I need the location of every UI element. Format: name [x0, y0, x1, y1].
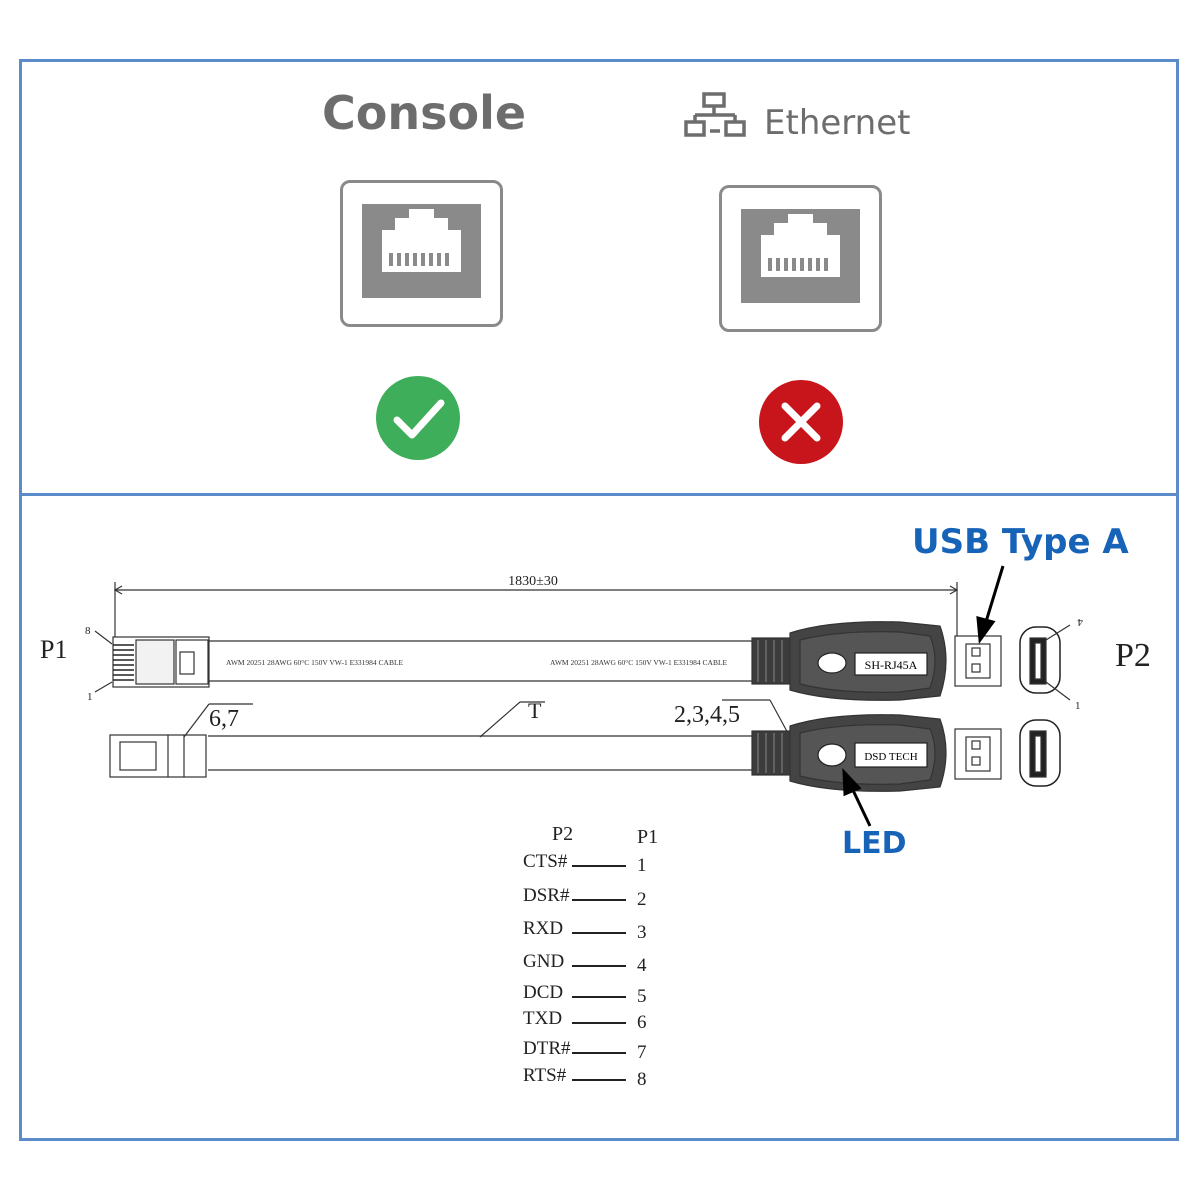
pin-t-label: T	[528, 698, 542, 723]
section-divider	[19, 493, 1179, 496]
ethernet-port-icon	[719, 185, 882, 332]
overmold-label-1: SH-RJ45A	[865, 658, 918, 672]
cable-print-1: AWM 20251 28AWG 60°C 150V VW-1 E331984 C…	[226, 658, 404, 667]
network-icon	[684, 92, 746, 137]
led-title: LED	[842, 826, 907, 861]
p1-label: P1	[40, 635, 67, 664]
pins-2345-label: 2,3,4,5	[674, 702, 740, 728]
console-port-icon	[340, 180, 503, 327]
usb-overmold-top	[751, 621, 1002, 701]
usb-pin1-label: 1	[1075, 700, 1081, 712]
usb-overmold-bottom	[751, 714, 1002, 792]
pin8-label: 8	[85, 625, 91, 637]
rj45-socket-shape	[761, 214, 840, 277]
ethernet-title: Ethernet	[764, 103, 911, 143]
check-icon	[376, 376, 460, 460]
cable-print-2: AWM 20251 28AWG 60°C 150V VW-1 E331984 C…	[550, 658, 728, 667]
rj45-socket-shape	[382, 209, 461, 272]
console-title: Console	[322, 86, 527, 140]
pin1-label: 1	[87, 691, 93, 703]
p2-label: P2	[1115, 637, 1151, 674]
usb-type-a-title: USB Type A	[912, 522, 1129, 562]
overmold-label-2: DSD TECH	[864, 751, 917, 763]
length-label: 1830±30	[508, 574, 558, 589]
cross-icon	[759, 380, 843, 464]
outer-frame	[19, 59, 1179, 1141]
usb-pin4-label: 4	[1077, 616, 1083, 628]
pins-67-label: 6,7	[209, 706, 239, 732]
